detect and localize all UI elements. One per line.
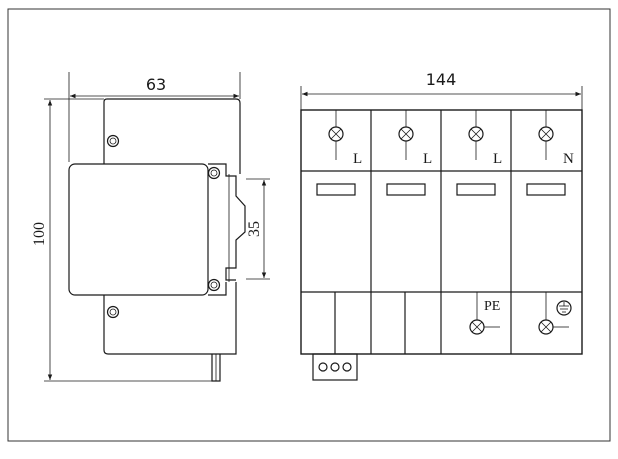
pole-module-1: L <box>316 110 362 196</box>
side-body-lower <box>103 282 237 355</box>
pole-top-label: N <box>563 151 574 167</box>
side-front-face <box>68 163 209 296</box>
pole-module-3: L PE <box>456 110 502 335</box>
front-view: 144 L <box>300 70 583 381</box>
indicator-window <box>526 183 566 196</box>
pole-module-2: L <box>386 110 432 196</box>
terminal-screw-icon <box>398 126 414 142</box>
pole-top-label: L <box>493 151 502 167</box>
screw-icon <box>106 305 120 319</box>
port-pin-icon <box>318 362 328 372</box>
screw-icon <box>207 278 221 292</box>
port-pin-icon <box>330 362 340 372</box>
terminal-screw-icon <box>469 319 485 335</box>
side-rail-profile <box>208 163 246 296</box>
side-view: 63 100 35 <box>31 72 270 382</box>
terminal-screw-icon <box>538 319 554 335</box>
dim-35-label: 35 <box>246 221 263 237</box>
dim-144-label: 144 <box>426 70 457 89</box>
pole-top-label: L <box>423 151 432 167</box>
port-pin-icon <box>342 362 352 372</box>
dim-63-label: 63 <box>146 75 166 94</box>
dim-100-label: 100 <box>31 222 48 246</box>
screw-icon <box>106 134 120 148</box>
drawing-frame <box>7 8 611 442</box>
pole-bottom-label: PE <box>484 299 500 314</box>
pole-top-label: L <box>353 151 362 167</box>
terminal-screw-icon <box>328 126 344 142</box>
signal-connector <box>312 353 358 381</box>
indicator-window <box>456 183 496 196</box>
terminal-screw-icon <box>468 126 484 142</box>
ground-icon <box>556 300 572 316</box>
side-body-upper <box>103 98 241 174</box>
terminal-screw-icon <box>538 126 554 142</box>
indicator-window <box>316 183 356 196</box>
screw-icon <box>207 166 221 180</box>
pole-module-4: N <box>526 110 574 335</box>
indicator-window <box>386 183 426 196</box>
